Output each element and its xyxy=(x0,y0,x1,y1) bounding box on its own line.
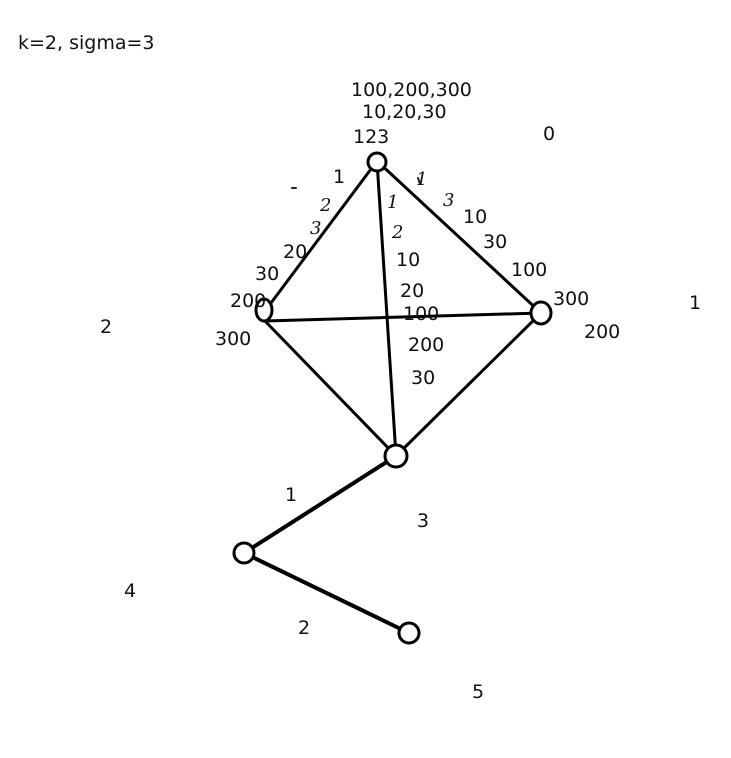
edge-0-1-labels: 1 3 10 30 100 xyxy=(416,169,547,281)
node-0-values: 10,20,30 xyxy=(362,101,447,123)
edge-label: 30 xyxy=(411,367,435,389)
node-3 xyxy=(383,443,409,469)
edge-2-3 xyxy=(263,319,398,458)
node-0-label: 0 xyxy=(543,123,555,145)
edge-label: 20 xyxy=(283,241,307,263)
edge-label: 2 xyxy=(391,222,403,243)
edge-label: 3 xyxy=(443,190,454,211)
edge-3-4-label: 1 xyxy=(285,484,297,506)
edge-0-1 xyxy=(375,159,543,315)
edge-label: 100 xyxy=(511,259,547,281)
node-1-values: 200 xyxy=(584,321,620,343)
edge-0-3-labels: 1 2 10 20 100 200 30 xyxy=(387,192,444,389)
node-1-label: 1 xyxy=(689,292,701,314)
node-5 xyxy=(397,621,421,645)
edge-label: 10 xyxy=(463,206,487,228)
edge-label: 3 xyxy=(310,218,321,239)
node-2 xyxy=(254,297,274,323)
edge-0-2-labels: 1 2 3 20 30 xyxy=(255,166,345,285)
stray-mark xyxy=(417,177,421,185)
edge-4-5 xyxy=(242,551,411,635)
edge-label: 1 xyxy=(416,169,427,190)
edge-label: 20 xyxy=(400,280,424,302)
edge-label: 30 xyxy=(483,231,507,253)
edge-3-4 xyxy=(242,454,398,555)
node-5-label: 5 xyxy=(472,681,484,703)
node-4-label: 4 xyxy=(124,580,136,602)
node-2-values: 200 xyxy=(230,290,266,312)
edge-label: 1 xyxy=(387,192,398,213)
node-annotations: 100,200,300 10,20,30 123 300 200 200 300 xyxy=(215,79,620,350)
edge-0-3 xyxy=(375,159,398,458)
node-1 xyxy=(529,300,553,326)
edge-4-5-label: 2 xyxy=(298,617,310,639)
edge-0-2 xyxy=(263,159,379,313)
node-labels: 0 1 2 3 4 5 xyxy=(100,123,701,703)
node-1-values: 300 xyxy=(553,288,589,310)
edge-label: 30 xyxy=(255,263,279,285)
node-2-values: 300 xyxy=(215,328,251,350)
node-2-label: 2 xyxy=(100,316,112,338)
node-0-values: 100,200,300 xyxy=(351,79,472,101)
node-4 xyxy=(232,541,256,565)
edge-label: 2 xyxy=(319,195,331,216)
node-3-label: 3 xyxy=(417,510,429,532)
edge-2-1 xyxy=(263,311,543,323)
node-0 xyxy=(366,151,388,173)
nodes xyxy=(232,151,553,645)
edges xyxy=(242,159,543,635)
edge-label: 200 xyxy=(408,334,444,356)
edge-label: 100 xyxy=(403,303,439,325)
edge-1-3 xyxy=(394,311,543,458)
parameters-text: k=2, sigma=3 xyxy=(18,32,155,54)
node-0-values: 123 xyxy=(353,126,389,148)
edge-label: 1 xyxy=(333,166,345,188)
edge-label: 10 xyxy=(396,249,420,271)
